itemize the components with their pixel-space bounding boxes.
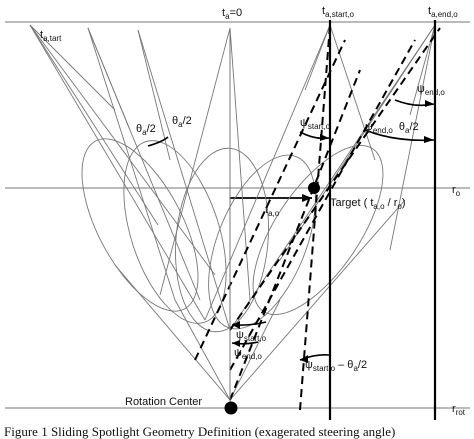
beam-fan-lines [29, 24, 436, 401]
target-label: Target ( ta,o / ro) [330, 197, 406, 211]
psi-start-minus-label: ψstart,o – θa/2 [305, 359, 367, 373]
ta-start-label: ta,tart [40, 29, 62, 43]
psi-end-bottom-label: ψend,o [234, 347, 262, 361]
rotation-center-dot [224, 401, 238, 415]
figure-caption: Figure 1 Sliding Spotlight Geometry Defi… [4, 424, 395, 439]
theta-left-label: θa/2 [136, 123, 156, 137]
arrowheads [232, 100, 434, 363]
psi-start-top-label: ψstart,o [300, 117, 331, 131]
tao-label: ta,o [265, 204, 280, 218]
rotation-center-label: Rotation Center [125, 396, 202, 408]
ta-start-o-label: ta,start,o [322, 5, 355, 19]
target-dot [308, 182, 320, 194]
dashed-steering-lines [194, 24, 441, 411]
ta-end-o-label: ta,end,o [428, 5, 458, 19]
theta-right-label: θa/2 [172, 115, 192, 129]
ta-zero-label: ta=0 [222, 7, 242, 21]
psi-start-bottom-label: ψstart,o [236, 329, 267, 343]
psi-end-top-label: ψend,o [417, 83, 445, 97]
beam-footprint-ellipses [81, 138, 384, 333]
ro-label: ro [452, 184, 461, 198]
rrot-label: rrot [452, 403, 466, 417]
angle-arcs [147, 99, 435, 361]
